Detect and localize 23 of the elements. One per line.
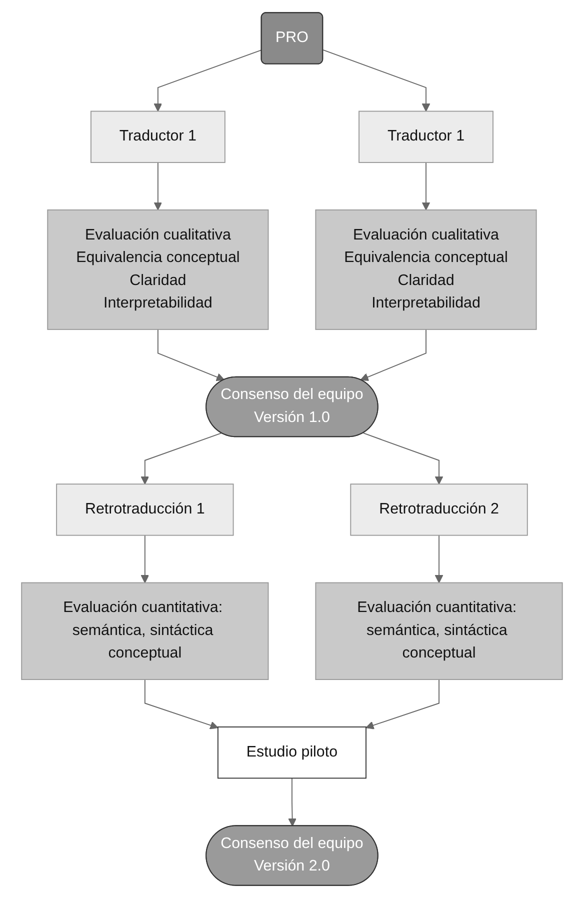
arrow [288, 778, 296, 826]
arrow [362, 432, 444, 484]
node-box [90, 110, 226, 163]
node-box [358, 110, 494, 163]
node-box [315, 209, 537, 330]
node-box [21, 582, 269, 680]
arrow [140, 534, 150, 584]
arrow [322, 50, 430, 112]
arrow [154, 162, 162, 210]
arrow [144, 679, 218, 730]
node-box [315, 582, 563, 680]
arrow [158, 328, 225, 382]
node-box [47, 209, 269, 330]
arrow [360, 328, 426, 381]
arrow [366, 679, 440, 730]
node-box [350, 484, 528, 536]
arrow [154, 50, 262, 112]
flowchart: PRO Traductor 1 Traductor 1 Evaluación cualitativa Equivalencia conceptual Claridad Interpretabilidad Evaluación cualitativa Equivalencia conceptual Claridad Interpretabilidad Consenso del equipo Versión 1.0 Retrotraducción 1 Retrotraducción 2 Evaluación cuantitativa: semántica, sintáctica conceptual Evaluación cuantitativa: semántica, sintáctica conceptual Estudio piloto Consenso del equipo Versión 2.0 [14, 5, 570, 893]
arrow [422, 162, 430, 210]
arrow [140, 432, 222, 484]
arrow [434, 534, 444, 584]
node-box [218, 726, 366, 779]
node-box [56, 484, 234, 536]
